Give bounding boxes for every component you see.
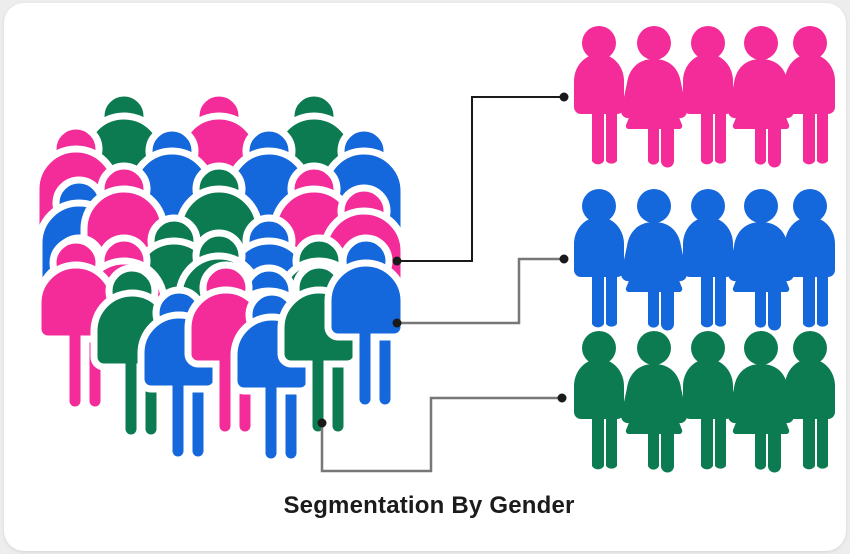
segment-pink-group [574,26,835,168]
segment-blue-group [574,189,835,331]
infographic-card: Segmentation By Gender [4,3,846,551]
segment-figure-male [574,331,624,470]
connector-pink [392,92,569,266]
connector-blue [392,254,569,328]
segment-figure-male [785,26,835,165]
infographic-artboard [4,3,846,551]
segment-green-group [574,331,835,473]
segment-figure-female [727,189,795,331]
page-title: Segmentation By Gender [283,492,575,519]
segment-figure-male [683,26,733,165]
crowd-group [36,93,404,462]
connector-green [317,393,567,473]
segment-figure-female [727,26,795,168]
segment-figure-female [620,189,688,331]
segment-figure-male [785,331,835,470]
segment-figure-male [683,189,733,328]
segment-figure-male [574,26,624,165]
segment-figure-male [785,189,835,328]
connectors-group [317,92,569,473]
segment-figure-female [620,26,688,168]
segment-figure-female [620,331,688,473]
segment-figure-male [574,189,624,328]
segment-figure-male [683,331,733,470]
segment-figure-female [727,331,795,473]
